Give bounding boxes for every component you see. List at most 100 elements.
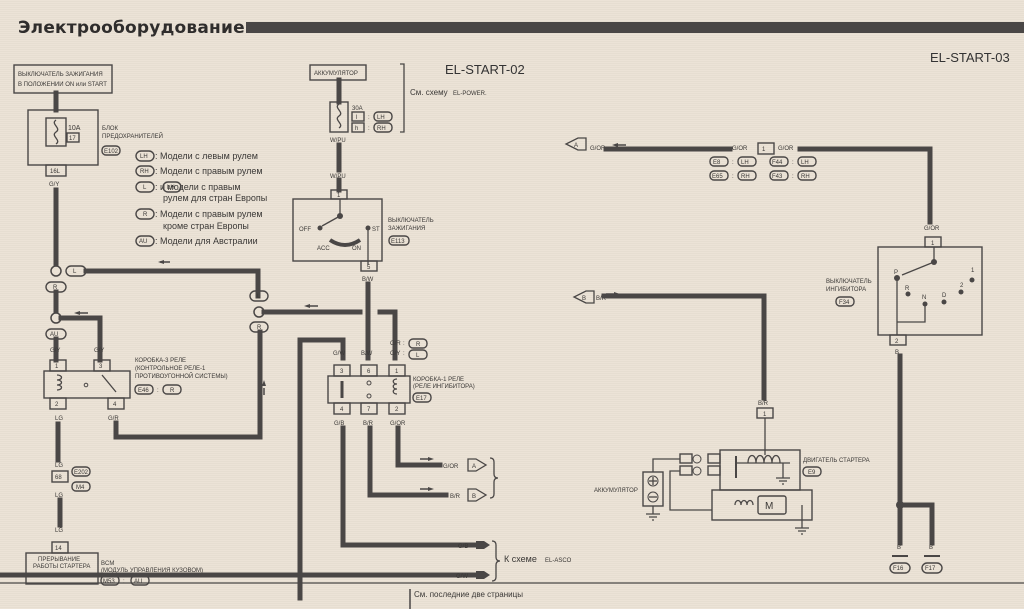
battery-label: АККУМУЛЯТОР	[594, 488, 638, 494]
svg-text:G/OR: G/OR	[732, 146, 748, 152]
svg-text:G/Y: G/Y	[94, 348, 104, 354]
svg-text:ON: ON	[352, 246, 361, 252]
svg-text:F44: F44	[772, 160, 783, 166]
ignition-source-label-1: ВЫКЛЮЧАТЕЛЬ ЗАЖИГАНИЯ	[18, 72, 103, 78]
svg-text:L: L	[73, 269, 77, 275]
svg-text:B/R: B/R	[596, 296, 607, 302]
svg-text:l: l	[356, 115, 357, 121]
svg-text:G/OR: G/OR	[443, 464, 459, 470]
svg-text:RH: RH	[801, 174, 810, 180]
off-page-connector-a-right	[564, 137, 587, 151]
svg-text:РАБОТЫ СТАРТЕРА: РАБОТЫ СТАРТЕРА	[33, 564, 90, 570]
svg-text:L: L	[257, 294, 261, 300]
svg-text:AU: AU	[50, 332, 58, 338]
svg-text:30A: 30A	[352, 106, 363, 112]
svg-text::: :	[792, 160, 794, 166]
svg-text:ПРОТИВОУГОННОЙ СИСТЕМЫ): ПРОТИВОУГОННОЙ СИСТЕМЫ)	[135, 372, 228, 380]
svg-text:G/R: G/R	[108, 416, 119, 422]
diagram-id-right: EL-START-03	[930, 50, 1010, 65]
svg-text:3: 3	[340, 369, 344, 375]
header-bar	[246, 22, 1024, 33]
svg-text:W/PU: W/PU	[330, 138, 346, 144]
svg-text:OFF: OFF	[299, 227, 311, 233]
off-page-connector-b	[467, 488, 488, 502]
svg-text::: :	[792, 174, 794, 180]
svg-text:1: 1	[762, 147, 766, 153]
svg-text:ИНГИБИТОРА: ИНГИБИТОРА	[826, 287, 866, 293]
svg-text::: :	[403, 341, 405, 347]
svg-text:(КОНТРОЛЬНОЕ РЕЛЕ-1: (КОНТРОЛЬНОЕ РЕЛЕ-1	[135, 366, 206, 372]
off-page-connector-b-right	[572, 290, 595, 304]
svg-text:E113: E113	[391, 239, 405, 245]
battery-fuse: АККУМУЛЯТОР 30A l h : LH : RH См. схему …	[309, 63, 487, 144]
svg-text:LH: LH	[377, 115, 385, 121]
bcm-module: ПРЕРЫВАНИЕ РАБОТЫ СТАРТЕРА BCM (МОДУЛЬ У…	[25, 552, 203, 586]
svg-text:LG: LG	[55, 463, 63, 469]
fuse-block-pin: 16L	[50, 169, 61, 175]
svg-text:RH: RH	[140, 169, 149, 175]
svg-text:F16: F16	[893, 566, 904, 572]
diagram-id-center: EL-START-02	[445, 62, 525, 77]
svg-text:1: 1	[55, 364, 59, 370]
arrow-right-icon	[476, 571, 490, 579]
svg-text:: и модели с правым: : и модели с правым	[155, 182, 241, 192]
right-a-line: A G/OR G/OR 1 G/OR E8 : LH F44 : LH E65 …	[564, 137, 933, 225]
svg-text:1: 1	[763, 412, 767, 418]
svg-text:B: B	[582, 296, 586, 302]
svg-text:RH: RH	[741, 174, 750, 180]
starter-motor: B/R 1 M АККУМУЛЯТОР ДВИГАТЕЛЬ СТАРТЕРА	[594, 401, 870, 535]
fuse-block-label-2: ПРЕДОХРАНИТЕЛЕЙ	[102, 132, 163, 140]
svg-text:кроме стран Европы: кроме стран Европы	[163, 221, 249, 231]
svg-text:LH: LH	[167, 185, 175, 191]
svg-text:B/R: B/R	[758, 401, 769, 407]
legend-item: L : и модели с правым LH рулем для стран…	[135, 181, 267, 203]
svg-text:LH: LH	[741, 160, 749, 166]
svg-text::: :	[403, 351, 405, 357]
fuse-icon	[53, 119, 59, 145]
svg-text:68: 68	[55, 475, 62, 481]
svg-text:LG: LG	[55, 416, 63, 422]
fuse-block-connector: E102	[104, 149, 119, 155]
svg-text:B/W: B/W	[362, 277, 374, 283]
svg-text:1: 1	[931, 241, 935, 247]
svg-text::: :	[368, 126, 370, 132]
svg-text:EL-ASCO: EL-ASCO	[545, 558, 572, 564]
svg-text:BCM: BCM	[101, 561, 114, 567]
svg-text:B/W: B/W	[361, 351, 373, 357]
svg-text:F43: F43	[772, 174, 783, 180]
header-title: Электрооборудование	[18, 18, 245, 38]
fuse-block-label-1: БЛОК	[102, 126, 119, 132]
svg-text:G/W: G/W	[456, 574, 468, 580]
svg-text:(РЕЛЕ ИНГИБИТОРА): (РЕЛЕ ИНГИБИТОРА)	[413, 384, 475, 390]
ignition-source-box: ВЫКЛЮЧАТЕЛЬ ЗАЖИГАНИЯ В ПОЛОЖЕНИИ ON или…	[13, 64, 113, 94]
svg-text:E17: E17	[416, 396, 427, 402]
svg-text:2: 2	[895, 339, 899, 345]
svg-text::: :	[732, 174, 734, 180]
fuse-block: 10A 17 БЛОК ПРЕДОХРАНИТЕЛЕЙ E102 16L G/Y	[27, 109, 163, 188]
svg-text:G/OR: G/OR	[390, 421, 406, 427]
svg-text:M: M	[765, 501, 773, 512]
footer-note: См. последние две страницы	[414, 590, 523, 599]
svg-text:6: 6	[367, 369, 371, 375]
svg-text:ВЫКЛЮЧАТЕЛЬ: ВЫКЛЮЧАТЕЛЬ	[388, 218, 434, 224]
svg-text:E65: E65	[712, 174, 723, 180]
legend-item: R : Модели с правым рулем кроме стран Ев…	[135, 208, 263, 231]
svg-text:ST: ST	[372, 227, 380, 233]
svg-text:P: P	[894, 270, 898, 276]
svg-text:E46: E46	[138, 388, 149, 394]
svg-text:1: 1	[971, 268, 975, 274]
svg-text:2: 2	[55, 402, 59, 408]
fuse-rating: 10A	[68, 125, 81, 132]
svg-text:L: L	[416, 353, 420, 359]
svg-text:F34: F34	[839, 300, 850, 306]
svg-text:LH: LH	[801, 160, 809, 166]
svg-text:B/R: B/R	[363, 421, 374, 427]
svg-text:(МОДУЛЬ УПРАВЛЕНИЯ КУЗОВОМ): (МОДУЛЬ УПРАВЛЕНИЯ КУЗОВОМ)	[101, 568, 203, 574]
fuse-number: 17	[69, 136, 76, 142]
svg-text:E9: E9	[808, 470, 816, 476]
svg-text:B: B	[897, 545, 901, 551]
relay-coil-icon	[56, 374, 63, 391]
svg-text:G/B: G/B	[334, 421, 344, 427]
grounds: B B F16 F17	[889, 545, 943, 574]
